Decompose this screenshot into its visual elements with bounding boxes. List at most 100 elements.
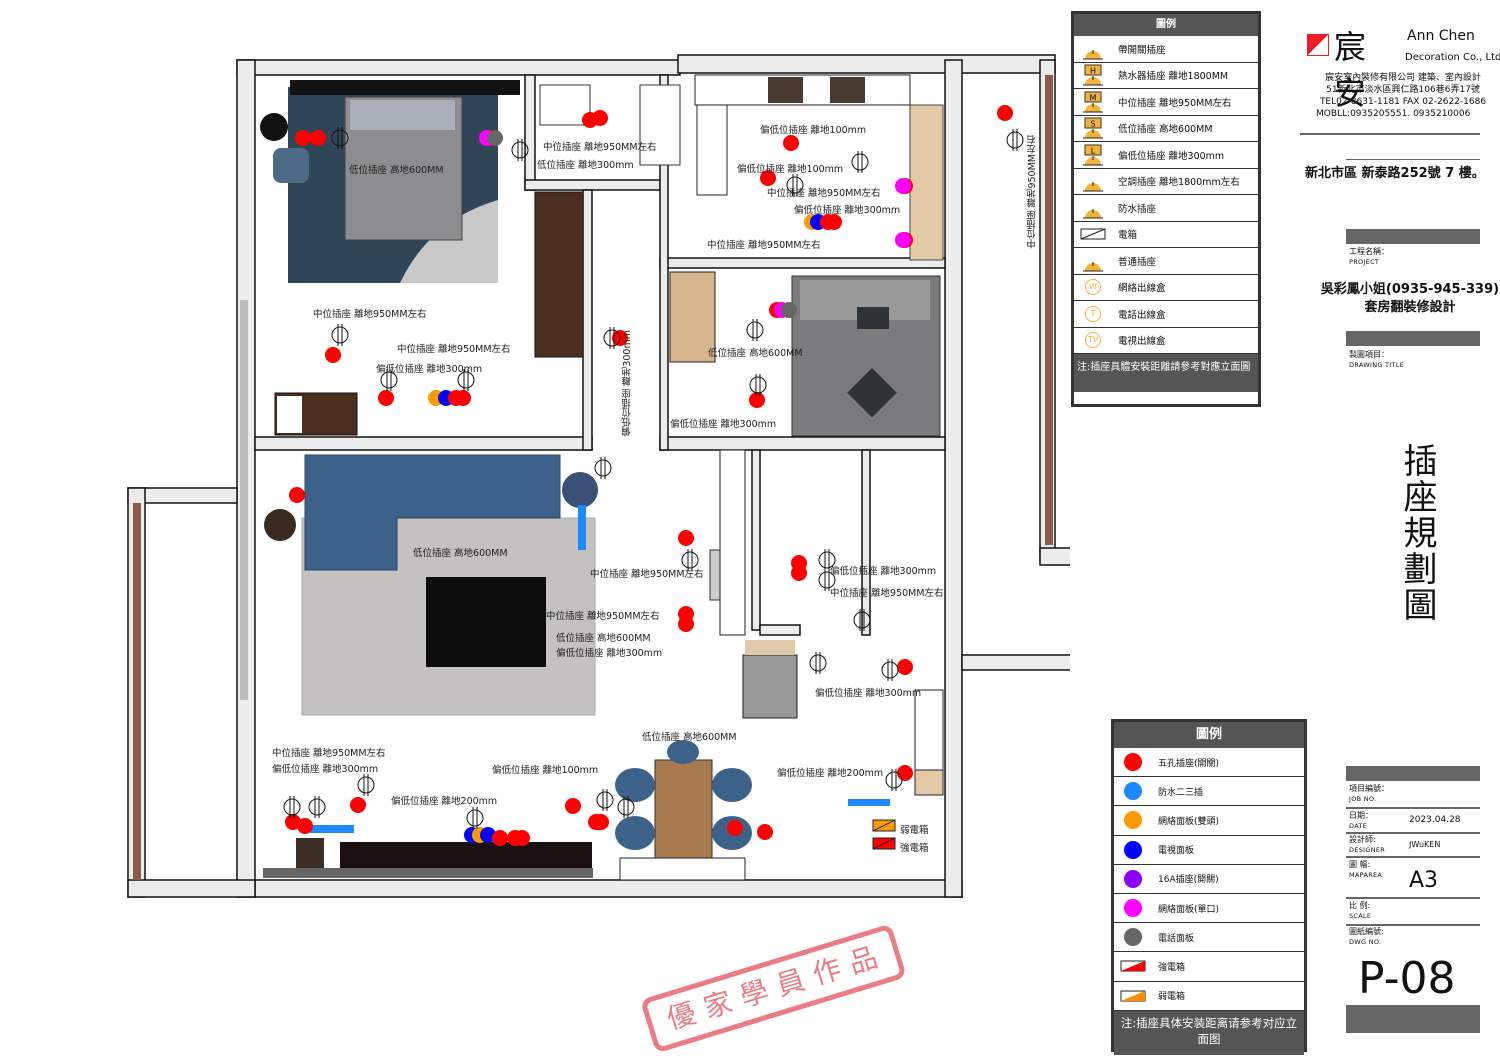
- socket-height-label: 中位插座 離地950MM左右: [543, 142, 657, 153]
- socket-symbol-icon: [603, 327, 621, 349]
- legend-colors: 圖例 五孔插座(開關) 防水二三插網絡面板(雙頭) 電視面板 16A插座(開關) 網絡面…: [1111, 719, 1307, 1055]
- socket-height-label: 偏低位插座 離地100mm: [737, 164, 844, 175]
- legend-note: 注:插座具体安装距离请参考对应立面图: [1114, 1010, 1304, 1055]
- socket-symbol-icon: [749, 374, 767, 396]
- socket-height-label: 中位插座 離地950MM左右: [707, 240, 821, 251]
- socket-marker: [783, 135, 799, 151]
- strong-box-icon: [872, 837, 896, 850]
- socket-symbol-icon: [596, 789, 614, 811]
- legend-label: 16A插座(開關): [1158, 875, 1219, 886]
- legend-label: 電視出線盒: [1118, 336, 1166, 348]
- legend-title: 圖例: [1114, 722, 1304, 748]
- company-line: 宸安室內裝修有限公司 建築、室內設計: [1325, 73, 1481, 83]
- socket-height-label: 偏低位插座 離地300mm: [272, 764, 379, 775]
- socket-symbol-icon: [511, 139, 529, 161]
- socket-height-label: 中位插座 離地950MM左右: [1027, 135, 1038, 249]
- project-name: 吳彩鳳小姐(0935-945-339)套房翻裝修設計: [1320, 282, 1500, 315]
- logo-cn: 宸安: [1334, 28, 1367, 112]
- socket-symbol-icon: [681, 549, 699, 571]
- color-dot-icon: [1114, 928, 1152, 947]
- socket-marker: [565, 798, 581, 814]
- color-dot-icon: [1114, 782, 1152, 801]
- guest-wardrobe: [669, 271, 716, 363]
- legend-label: 電箱: [1118, 230, 1138, 242]
- maparea-value: A3: [1409, 868, 1439, 893]
- scale-label: 比 例:SCALE: [1349, 901, 1372, 920]
- legend-item: 防水二三插: [1114, 777, 1304, 807]
- socket-marker: [727, 820, 743, 836]
- legend-label: 網絡面板(雙頭): [1158, 816, 1220, 827]
- project-label: 工程名稱：PROJECT: [1349, 247, 1389, 266]
- socket-height-label: 弱電箱: [900, 825, 929, 836]
- socket-height-label: 偏低位插座 離地200mm: [391, 796, 498, 807]
- socket-symbol-icon: [809, 652, 827, 674]
- designer-label: 設計師:DESIGNER: [1349, 835, 1386, 854]
- phone-outlet-icon: T: [1074, 305, 1112, 322]
- socket-symbol-icon: [457, 369, 475, 391]
- legend-item: 弱電箱: [1114, 982, 1304, 1011]
- legend-label: 偏低位插座 離地300mm: [1118, 150, 1225, 162]
- socket-height-label: 中位插座 離地950MM左右: [272, 748, 386, 759]
- legend-item: 網絡面板(單口): [1114, 894, 1304, 924]
- legend-item: 電視面板: [1114, 836, 1304, 865]
- weak-box-icon: [872, 819, 896, 832]
- svg-text:L: L: [1091, 146, 1096, 155]
- logo-en: Ann Chen: [1407, 28, 1475, 44]
- socket-symbol-icon: [594, 457, 612, 479]
- maparea-label: 圖 幅:MAPAREA: [1349, 860, 1383, 879]
- socket-marker: [997, 105, 1013, 121]
- socket-symbol-icon: [885, 769, 903, 791]
- legend-label: 五孔插座(開關): [1158, 758, 1220, 769]
- legend-item: 防水插座: [1074, 195, 1258, 222]
- socket-height-label: 偏低位插座 離地100mm: [760, 125, 867, 136]
- socket-symbol-icon: [331, 127, 349, 149]
- socket-symbol-icon: [380, 369, 398, 391]
- socket-height-label: 偏低位插座 離地300mm: [622, 330, 633, 437]
- dining-table: [654, 759, 713, 859]
- tv-outlet-icon: TV: [1074, 332, 1112, 349]
- legend-label: 空調插座 離地1800mm左右: [1118, 177, 1240, 189]
- legend-item: 16A插座(開關): [1114, 865, 1304, 894]
- socket-marker: [760, 170, 776, 186]
- date-value: 2023.04.28: [1409, 815, 1461, 825]
- svg-text:S: S: [1090, 120, 1095, 129]
- legend-item: 普通插座: [1074, 248, 1258, 275]
- study-desk: [909, 104, 944, 261]
- legend-item: 網絡面板(雙頭): [1114, 806, 1304, 836]
- socket-symbol-icon: [357, 774, 375, 796]
- socket-marker: [297, 818, 313, 834]
- socket-marker: [897, 765, 913, 781]
- socket-height-label: 偏低位插座 離地200mm: [777, 768, 884, 779]
- normal-socket-icon: [1074, 250, 1112, 272]
- site-address: 新北市區 新泰路252號 7 樓。: [1305, 166, 1485, 181]
- ac-socket-icon: [1074, 170, 1112, 192]
- legend-label: 網絡面板(單口): [1158, 904, 1220, 915]
- socket-height-label: 低位插座 高地600MM: [556, 633, 651, 644]
- designer-value: JWuKEN: [1409, 840, 1441, 849]
- socket-marker: [592, 110, 608, 126]
- socket-height-label: 低位插座 高地600MM: [349, 165, 444, 176]
- socket-height-label: 偏低位插座 離地300mm: [670, 419, 777, 430]
- legend-item: 五孔插座(開關): [1114, 748, 1304, 778]
- socket-marker: [749, 392, 765, 408]
- low-socket-icon: S: [1074, 117, 1112, 139]
- socket-symbol-icon: [617, 796, 635, 818]
- wardrobe: [534, 191, 584, 358]
- socket-marker: [492, 830, 508, 846]
- furniture: [260, 74, 944, 881]
- floor-plan: [127, 54, 1070, 898]
- legend-note: 注:插座具體安裝距離請參考對應立面圖: [1074, 354, 1258, 392]
- socket-symbol-icon: [283, 796, 301, 818]
- socket-marker: [289, 487, 305, 503]
- company-line: TEL02-8631-1181 FAX 02-2622-1686: [1319, 97, 1487, 107]
- socket-height-label: 中位插座 離地950MM左右: [590, 569, 704, 580]
- socket-marker: [895, 178, 911, 194]
- socket-marker: [350, 797, 366, 813]
- socket-marker: [487, 130, 503, 146]
- socket-marker: [826, 214, 842, 230]
- fridge: [742, 654, 798, 719]
- socket-marker: [514, 830, 530, 846]
- socket-symbol-icon: [818, 549, 836, 571]
